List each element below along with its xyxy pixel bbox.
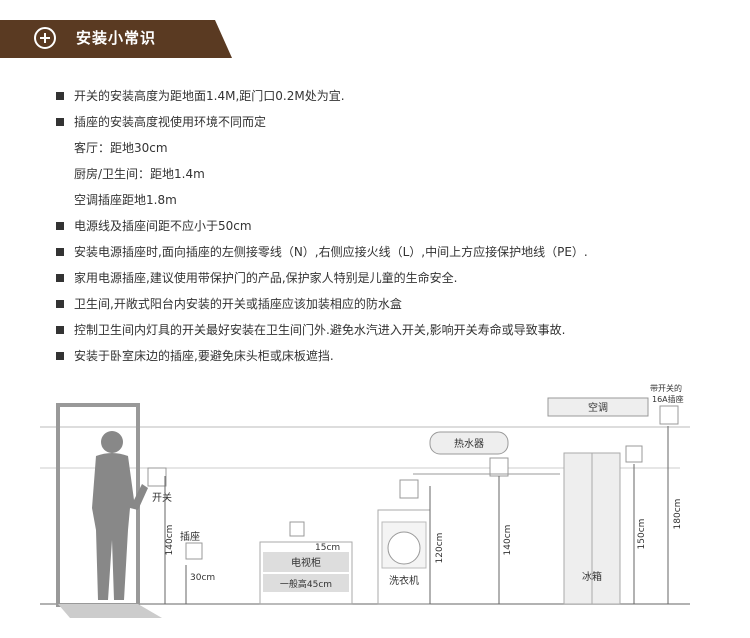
aircon-socket-label: 带开关的 xyxy=(650,383,682,393)
bullet-icon xyxy=(56,118,64,126)
socket-icon xyxy=(625,445,643,463)
height-label: 140cm xyxy=(165,525,175,556)
tv-cabinet-label-bg xyxy=(263,552,349,572)
list-item: 卫生间,开敞式阳台内安装的开关或插座应该加装相应的防水盒 xyxy=(56,294,588,320)
aircon-label: 空调 xyxy=(588,401,608,414)
socket-icon xyxy=(399,479,419,499)
water-heater-label: 热水器 xyxy=(454,437,484,450)
aircon-icon xyxy=(547,397,649,417)
list-item: 开关的安装高度为距地面1.4M,距门口0.2M处为宜. xyxy=(56,86,588,112)
header-banner xyxy=(0,20,232,58)
bullet-icon xyxy=(56,92,64,100)
socket-icon xyxy=(659,405,679,425)
tips-list: 开关的安装高度为距地面1.4M,距门口0.2M处为宜. 插座的安装高度视使用环境… xyxy=(56,86,588,372)
list-subitem: 空调插座距地1.8m xyxy=(74,193,177,207)
socket-label: 插座 xyxy=(180,530,200,543)
height-label: 180cm xyxy=(673,499,683,530)
header-title: 安装小常识 xyxy=(76,29,157,47)
bullet-icon xyxy=(56,352,64,360)
bullet-icon xyxy=(56,248,64,256)
list-item: 安装电源插座时,面向插座的左侧接零线（N）,右侧应接火线（L）,中间上方应接保护… xyxy=(56,242,588,268)
tv-height-label: 一般高45cm xyxy=(280,578,332,590)
door-mat xyxy=(58,604,162,618)
tv-cabinet-label: 电视柜 xyxy=(291,556,321,569)
tv-cabinet xyxy=(259,541,353,605)
list-subitem: 厨房/卫生间：距地1.4m xyxy=(74,167,205,181)
socket-icon xyxy=(489,457,509,477)
section-header: 安装小常识 xyxy=(0,20,232,58)
socket-icon xyxy=(289,521,305,537)
height-label: 150cm xyxy=(637,519,647,550)
socket-icon xyxy=(185,542,203,560)
list-item: 安装于卧室床边的插座,要避免床头柜或床板遮挡. xyxy=(56,346,588,372)
tv-gap-label: 15cm xyxy=(315,543,340,553)
fridge-label: 冰箱 xyxy=(582,570,602,583)
height-label: 120cm xyxy=(435,533,445,564)
list-item: 家用电源插座,建议使用带保护门的产品,保护家人特别是儿童的生命安全. xyxy=(56,268,588,294)
installation-height-diagram: 开关 140cm 插座 30cm 电视柜 一般高45cm 15cm 洗衣机 12… xyxy=(40,383,690,618)
bullet-icon xyxy=(56,300,64,308)
bullet-icon xyxy=(56,222,64,230)
tv-height-label-bg xyxy=(263,574,349,592)
washer-label: 洗衣机 xyxy=(389,574,419,587)
person-icon xyxy=(92,431,148,600)
plus-circle-icon xyxy=(34,27,56,49)
list-subitem: 客厅：距地30cm xyxy=(74,141,168,155)
height-label: 30cm xyxy=(190,573,215,583)
water-heater-icon xyxy=(429,431,509,455)
bullet-icon xyxy=(56,274,64,282)
switch-label: 开关 xyxy=(152,491,172,504)
list-item: 控制卫生间内灯具的开关最好安装在卫生间门外.避免水汽进入开关,影响开关寿命或导致… xyxy=(56,320,588,346)
washer-door xyxy=(387,531,421,565)
list-item: 电源线及插座间距不应小于50cm xyxy=(56,216,588,242)
switch-icon xyxy=(147,467,167,487)
aircon-socket-label: 16A插座 xyxy=(652,394,684,404)
height-label: 140cm xyxy=(503,525,513,556)
list-item: 插座的安装高度视使用环境不同而定 xyxy=(56,112,588,138)
bullet-icon xyxy=(56,326,64,334)
